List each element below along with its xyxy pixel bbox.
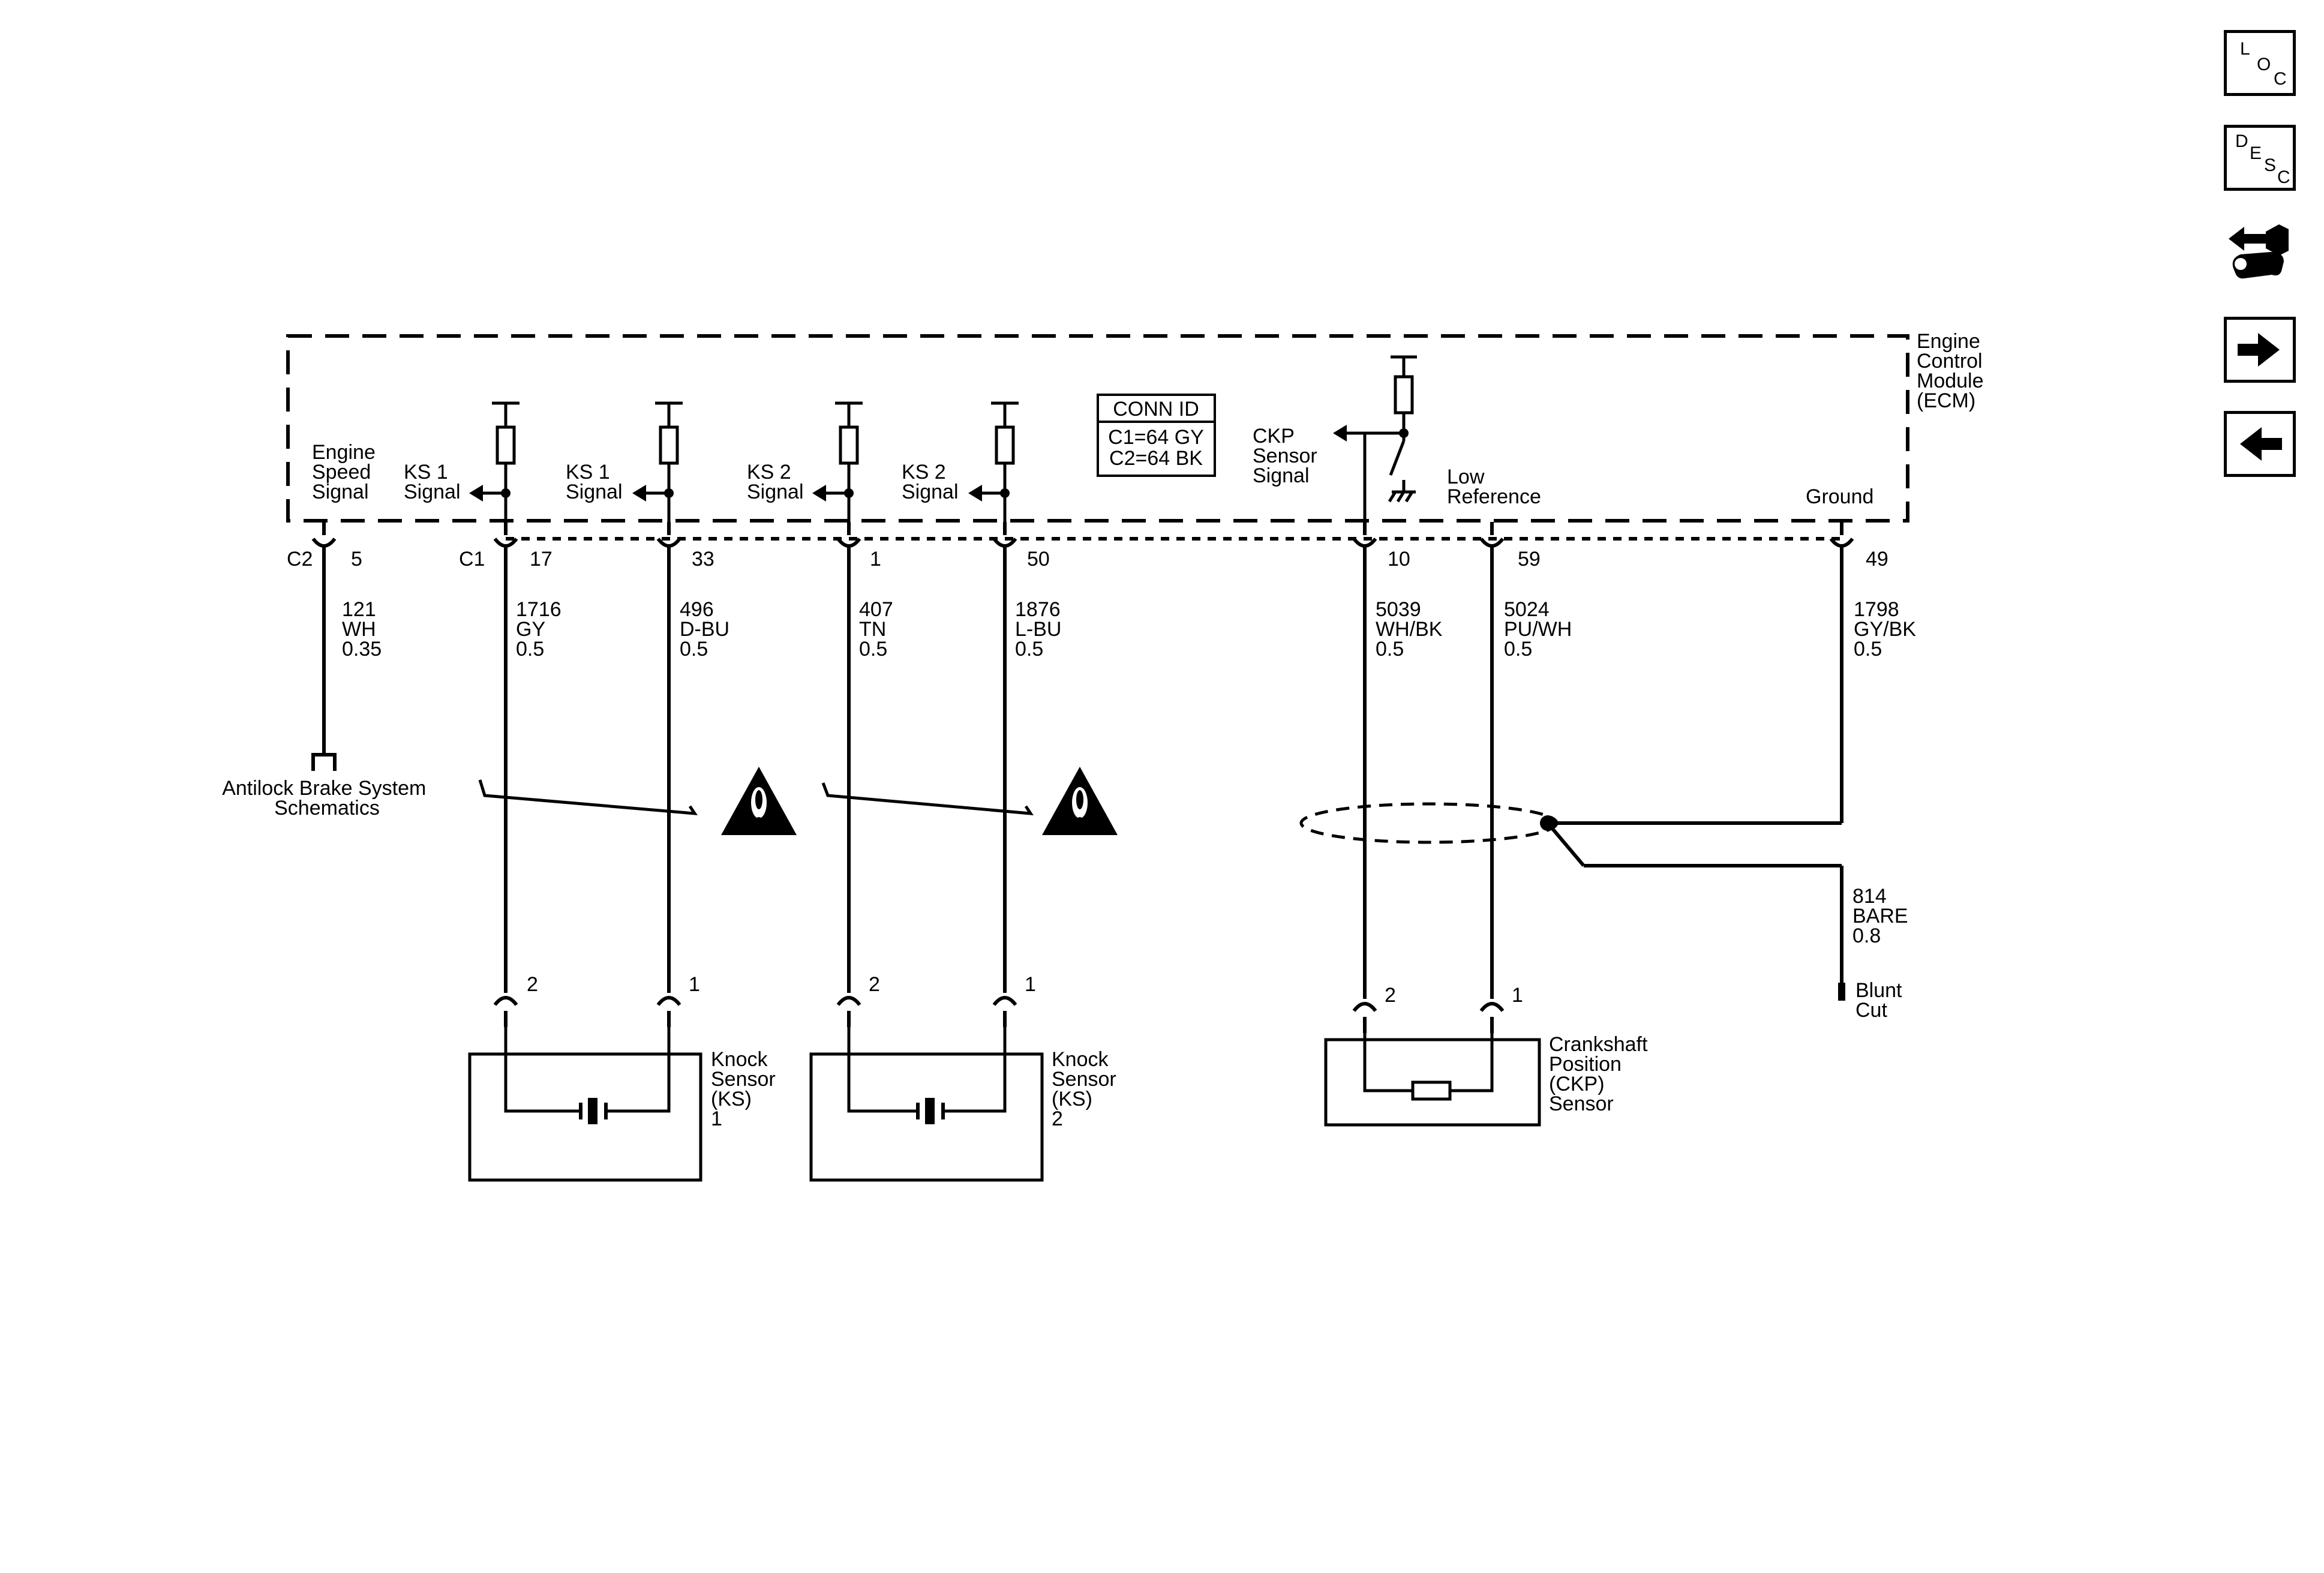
sensor-pin-numbers: 2 1 2 1 2 1 (527, 973, 1523, 1007)
pin-number: 5 (351, 548, 362, 571)
pin-number: 33 (692, 548, 714, 571)
sensor-terminals (493, 996, 1505, 1033)
conn-id-c1: C1=64 GY (1108, 426, 1204, 449)
c2-label: C2 (287, 548, 313, 571)
svg-text:2: 2 (869, 973, 880, 996)
description-button[interactable]: D E S C (2224, 125, 2296, 191)
wire-spec: 5024 PU/WH 0.5 (1504, 598, 1578, 661)
wire-labels: 5 121 WH 0.35 17 1716 GY 0.5 33 496 D-BU… (342, 548, 1921, 661)
ks2-signal-label-a: KS 2 Signal (747, 461, 804, 503)
blunt-cut-label: Blunt Cut (1855, 979, 1908, 1022)
wire-spec: 496 D-BU 0.5 (680, 598, 735, 661)
blunt-cut-end (1838, 983, 1845, 1001)
pin-number: 17 (530, 548, 553, 571)
ecm-terminals (311, 522, 1854, 548)
knock-sensor-1-label: Knock Sensor (KS) 1 (711, 1048, 781, 1130)
wire-spec: 1716 GY 0.5 (516, 598, 567, 661)
ckp-internal-circuit (1347, 355, 1417, 528)
wire-spec: 1876 L-BU 0.5 (1015, 598, 1067, 661)
ks1-signal-label-a: KS 1 Signal (404, 461, 461, 503)
ckp-signal-arrow (1333, 425, 1409, 442)
location-button[interactable]: L O C (2224, 30, 2296, 96)
pin-number: 59 (1518, 548, 1541, 571)
wire-spec: 407 TN 0.5 (859, 598, 899, 661)
arrow-right-icon (2238, 333, 2280, 367)
conn-id-c2: C2=64 BK (1109, 447, 1203, 470)
drain-wire-spec: 814 BARE 0.8 (1852, 885, 1914, 947)
ecm-boundary (286, 334, 1909, 523)
c1-label: C1 (459, 548, 485, 571)
conn-id-title: CONN ID (1113, 398, 1199, 421)
connector-views-button[interactable] (2224, 216, 2296, 282)
wire-spec: 5039 WH/BK 0.5 (1376, 598, 1448, 661)
next-page-button[interactable] (2224, 317, 2296, 383)
ckp-sensor-label: Crankshaft Position (CKP) Sensor (1549, 1033, 1653, 1115)
pin-number: 50 (1027, 548, 1050, 571)
ecm-label: Engine Control Module (ECM) (1917, 330, 1989, 412)
engine-speed-signal-label: Engine Speed Signal (312, 441, 381, 503)
knock-sensor-2 (809, 1027, 1044, 1182)
wires (311, 545, 1843, 999)
arrow-left-icon (2240, 427, 2282, 461)
twisted-pair-marks (478, 779, 1034, 815)
low-reference-label: Low Reference (1447, 466, 1541, 508)
knock-sensor-2-label: Knock Sensor (KS) 2 (1052, 1048, 1122, 1130)
previous-page-button[interactable] (2224, 411, 2296, 477)
svg-text:2: 2 (527, 973, 538, 996)
ground-label: Ground (1806, 485, 1873, 508)
wire-spec: 121 WH 0.35 (342, 598, 382, 661)
svg-text:2: 2 (1385, 984, 1396, 1007)
ckp-sensor-signal-label: CKP Sensor Signal (1253, 425, 1323, 487)
abs-reference-label: Antilock Brake System Schematics (222, 777, 432, 819)
ckp-sensor (1324, 1033, 1541, 1127)
pin-number: 49 (1866, 548, 1888, 571)
ks-signal-arrows (469, 485, 1010, 502)
pin-number: 1 (870, 548, 881, 571)
caution-icon (721, 767, 797, 835)
ckp-shield (1299, 802, 1559, 844)
connector-wrench-icon (2229, 224, 2289, 279)
caution-icon (1042, 767, 1118, 835)
wire-spec: 1798 GY/BK 0.5 (1854, 598, 1921, 661)
svg-text:1: 1 (689, 973, 700, 996)
svg-text:1: 1 (1025, 973, 1036, 996)
ks2-signal-label-b: KS 2 Signal (902, 461, 959, 503)
conn-id-box: CONN ID C1=64 GY C2=64 BK (1097, 394, 1216, 477)
knock-sensor-1 (468, 1027, 702, 1182)
ks1-signal-label-b: KS 1 Signal (566, 461, 623, 503)
pin-number: 10 (1388, 548, 1410, 571)
svg-text:1: 1 (1512, 984, 1523, 1007)
